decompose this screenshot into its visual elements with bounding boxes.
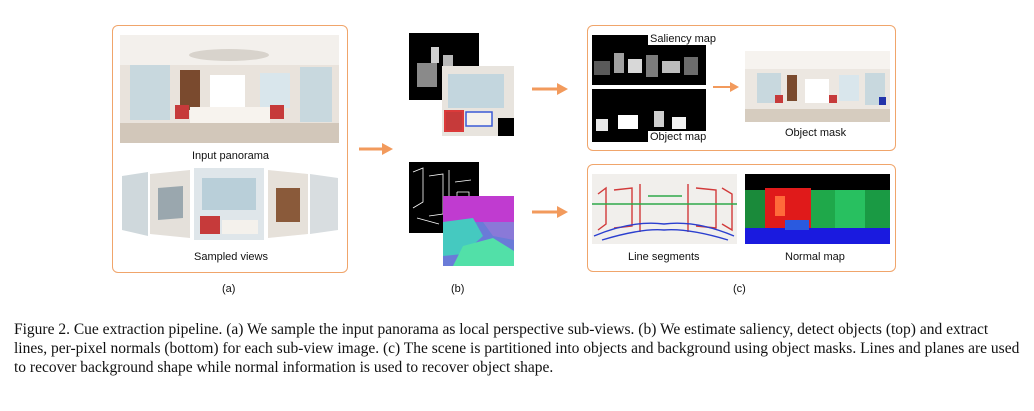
normals-subview-image — [443, 196, 514, 266]
object-mask-image — [745, 51, 890, 122]
object-subview-image — [442, 66, 514, 136]
normal-map-label: Normal map — [785, 251, 845, 263]
line-segments-image — [592, 174, 737, 244]
panel-a-frame — [112, 25, 348, 273]
line-segments-label: Line segments — [628, 251, 700, 263]
object-mask-label: Object mask — [785, 127, 847, 139]
sampled-views-label: Sampled views — [194, 251, 268, 263]
arrow-c-inner — [713, 82, 739, 92]
normal-map-image — [745, 174, 890, 244]
panel-a-sublabel: (a) — [222, 283, 236, 295]
figure-caption: Figure 2. Cue extraction pipeline. (a) W… — [14, 321, 1020, 376]
panel-c-top-frame — [587, 25, 896, 151]
panel-c-bottom-frame — [587, 164, 896, 272]
arrow-a-to-b — [359, 143, 393, 155]
panel-b-sublabel: (b) — [451, 283, 465, 295]
panel-c-sublabel: (c) — [733, 283, 746, 295]
arrow-b-to-c-bottom — [532, 206, 568, 218]
input-panorama-label: Input panorama — [192, 150, 270, 162]
input-panorama-image — [120, 35, 339, 143]
object-map-label: Object map — [648, 131, 709, 143]
saliency-map-label: Saliency map — [648, 33, 719, 45]
arrow-b-to-c-top — [532, 83, 568, 95]
sampled-views-image — [118, 168, 340, 240]
